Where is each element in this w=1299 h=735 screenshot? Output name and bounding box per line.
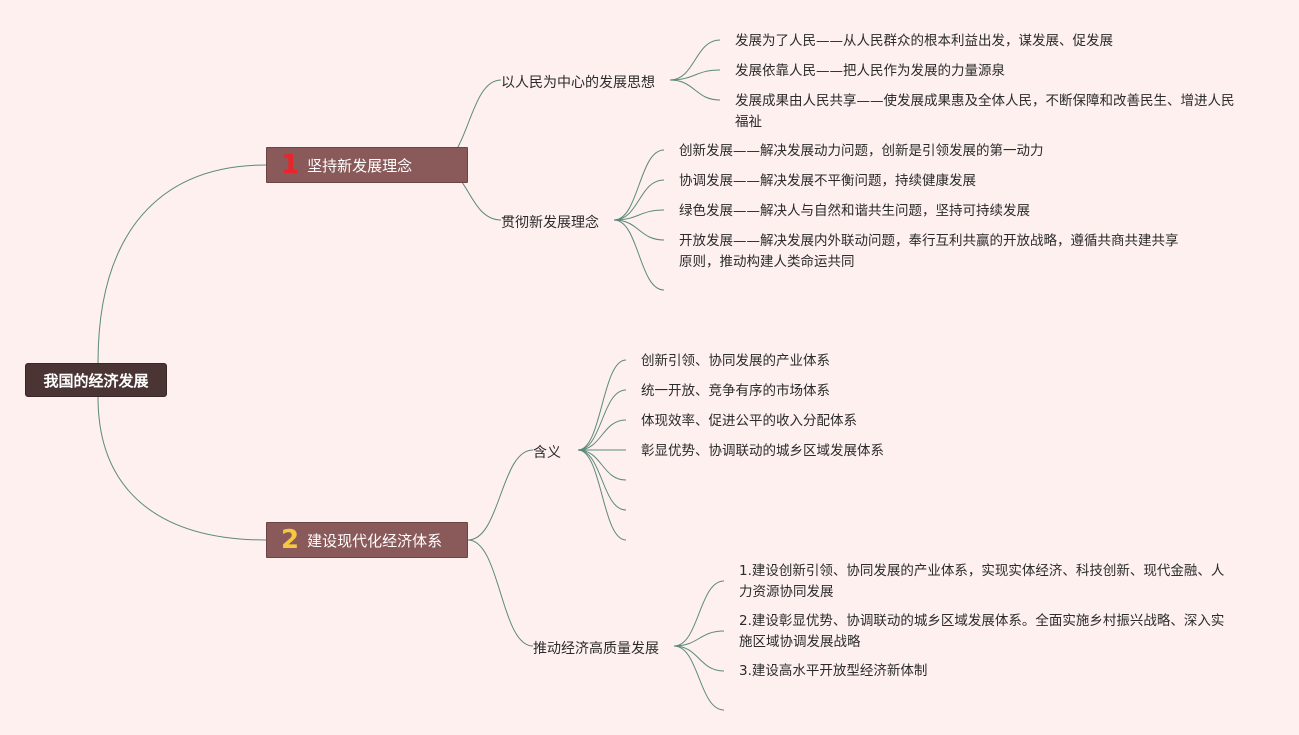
- link-b1s1-leaf-1: [669, 69, 721, 81]
- number-1-icon: 1: [281, 150, 300, 180]
- leaf-2-2-1[interactable]: 1.建设创新引领、协同发展的产业体系，实现实体经济、科技创新、现代金融、人力资源…: [739, 563, 1225, 600]
- link-b1s2-leaf-1: [613, 179, 665, 221]
- sub-label: 以人民为中心的发展思想: [501, 75, 655, 91]
- link-b2s1-leaf-1: [577, 389, 627, 451]
- link-b2-sub2: [467, 539, 534, 647]
- leaf-1-2-4[interactable]: 开放发展——解决发展内外联动问题，奉行互利共赢的开放战略，遵循共商共建共享原则，…: [679, 233, 1179, 270]
- branch-1-node[interactable]: 1 坚持新发展理念: [266, 147, 468, 183]
- leaf-2-1-2[interactable]: 统一开放、竞争有序的市场体系: [641, 383, 830, 399]
- branch-2-node[interactable]: 2 建设现代化经济体系: [266, 522, 468, 558]
- sub-label: 含义: [533, 445, 561, 461]
- link-b1s1-leaf-2: [669, 79, 721, 101]
- branch-2-sub-2[interactable]: 推动经济高质量发展: [533, 638, 659, 658]
- link-b2s1-leaf-6: [577, 449, 627, 541]
- branch-1-label: 坚持新发展理念: [307, 156, 413, 175]
- leaf-2-2-3[interactable]: 3.建设高水平开放型经济新体制: [739, 663, 928, 679]
- leaf-1-1-2[interactable]: 发展依靠人民——把人民作为发展的力量源泉: [735, 63, 1005, 79]
- leaf-2-1-3[interactable]: 体现效率、促进公平的收入分配体系: [641, 413, 857, 429]
- link-b2s1-leaf-0: [577, 359, 627, 451]
- leaf-2-2-2[interactable]: 2.建设彰显优势、协调联动的城乡区域发展体系。全面实施乡村振兴战略、深入实施区域…: [739, 613, 1225, 650]
- sub-label: 贯彻新发展理念: [501, 215, 599, 231]
- link-b2s1-leaf-4: [577, 449, 627, 481]
- leaf-2-1-1[interactable]: 创新引领、协同发展的产业体系: [641, 353, 830, 369]
- leaf-1-1-1[interactable]: 发展为了人民——从人民群众的根本利益出发，谋发展、促发展: [735, 33, 1113, 49]
- leaf-1-1-3[interactable]: 发展成果由人民共享——使发展成果惠及全体人民，不断保障和改善民生、增进人民福祉: [735, 93, 1235, 130]
- link-b1s2-leaf-2: [613, 209, 665, 221]
- link-b2s1-leaf-2: [577, 419, 627, 451]
- root-node[interactable]: 我国的经济发展: [25, 363, 167, 397]
- link-b2-sub1: [467, 449, 534, 541]
- root-label: 我国的经济发展: [43, 371, 149, 390]
- leaf-1-2-1[interactable]: 创新发展——解决发展动力问题，创新是引领发展的第一动力: [679, 143, 1044, 159]
- leaf-2-1-4[interactable]: 彰显优势、协调联动的城乡区域发展体系: [641, 443, 884, 459]
- link-b1s2-leaf-3: [613, 219, 665, 241]
- branch-1-sub-2[interactable]: 贯彻新发展理念: [501, 212, 599, 232]
- leaf-1-2-3[interactable]: 绿色发展——解决人与自然和谐共生问题，坚持可持续发展: [679, 203, 1030, 219]
- link-b2s1-leaf-5: [577, 449, 627, 511]
- sub-label: 推动经济高质量发展: [533, 641, 659, 657]
- branch-2-sub-1[interactable]: 含义: [533, 442, 561, 462]
- link-b2s2-leaf-0: [673, 580, 725, 647]
- leaf-1-2-2[interactable]: 协调发展——解决发展不平衡问题，持续健康发展: [679, 173, 976, 189]
- link-b1s1-leaf-0: [669, 39, 721, 81]
- number-2-icon: 2: [281, 525, 300, 555]
- link-root-branch-2: [97, 396, 267, 541]
- link-b2s2-leaf-2: [673, 645, 725, 672]
- link-b1s2-leaf-4: [613, 219, 665, 291]
- link-root-branch-1: [97, 164, 267, 364]
- link-b2s2-leaf-3: [673, 645, 725, 711]
- link-b1s2-leaf-0: [613, 149, 665, 221]
- link-b2s2-leaf-1: [673, 630, 725, 647]
- branch-1-sub-1[interactable]: 以人民为中心的发展思想: [501, 72, 655, 92]
- branch-2-label: 建设现代化经济体系: [307, 531, 443, 550]
